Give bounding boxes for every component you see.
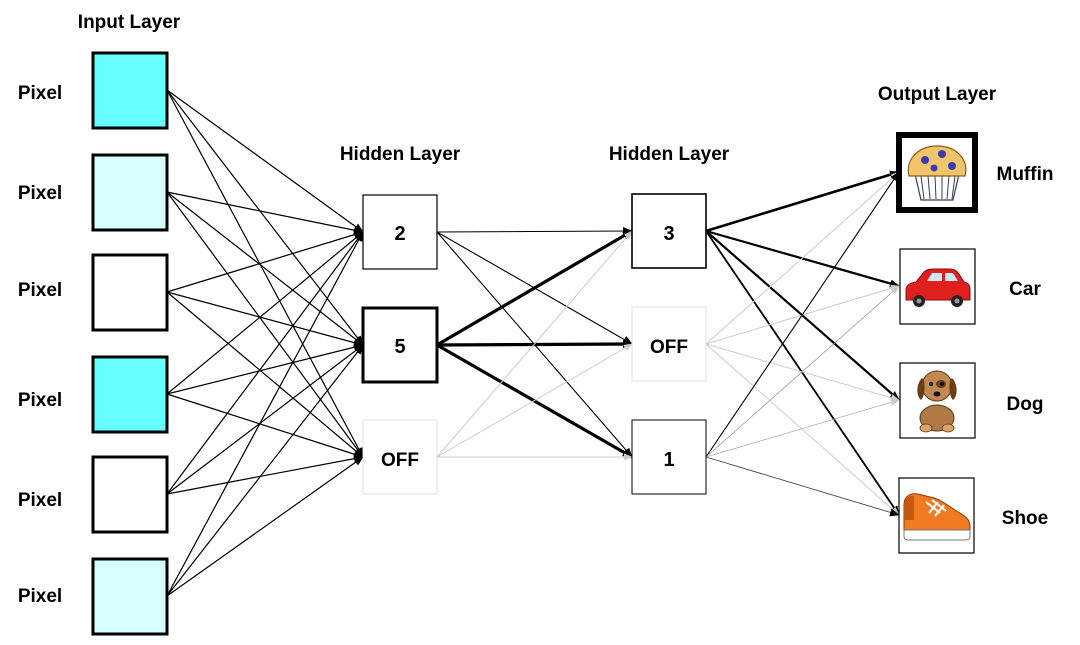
connection-edge (705, 230, 900, 516)
hidden-node (631, 419, 707, 495)
input-pixel-node (91, 51, 169, 130)
shoe-icon (903, 493, 971, 541)
connection-edge (436, 229, 633, 347)
hidden-node-off (631, 306, 707, 382)
connection-edge (166, 454, 364, 495)
pixel-label: Pixel (18, 490, 62, 511)
connection-edge (166, 343, 364, 395)
pixel-label: Pixel (18, 280, 62, 301)
hidden-node-value: OFF (381, 450, 419, 471)
connection-edge (166, 344, 364, 597)
connection-edge (166, 191, 364, 235)
connection-edge (705, 171, 900, 458)
hidden-layer-1-title: Hidden Layer (340, 144, 461, 165)
connection-edge-inactive (705, 285, 900, 458)
hidden-layer-2-title: Hidden Layer (609, 144, 730, 165)
input-pixel-node (91, 355, 169, 434)
connection-edge (166, 456, 364, 597)
hidden-node-value: 2 (394, 223, 405, 245)
connection-edge-inactive (705, 343, 900, 516)
input-pixel-node (91, 455, 169, 534)
dog-icon (917, 370, 957, 433)
pixel-label: Pixel (18, 390, 62, 411)
pixel-label: Pixel (18, 83, 62, 104)
output-layer-title: Output Layer (878, 84, 997, 105)
connections (166, 89, 900, 597)
hidden-node-value: OFF (650, 337, 688, 358)
car-icon (905, 268, 971, 307)
hidden-node-value: 5 (394, 336, 405, 358)
output-layer: Muffin Car Dog (896, 132, 1054, 554)
connection-edge (166, 291, 364, 458)
pixel-label: Pixel (18, 586, 62, 607)
hidden-layer-1: 2 5 OFF (361, 194, 439, 495)
hidden-node (361, 306, 439, 384)
connection-edge (166, 230, 364, 293)
output-label: Car (1009, 279, 1041, 300)
connection-edge (166, 89, 364, 458)
connection-edge-inactive (705, 171, 900, 345)
output-label: Dog (1007, 394, 1044, 415)
connection-edge (166, 191, 364, 458)
connection-edge (166, 393, 364, 459)
connection-edge (166, 89, 364, 346)
pixel-label: Pixel (18, 183, 62, 204)
input-layer: Pixel Pixel Pixel Pixel Pixel Pixel (18, 51, 169, 636)
connection-edge (436, 227, 633, 236)
hidden-layer-2: 3 OFF 1 (631, 193, 707, 495)
input-pixel-node (91, 153, 169, 232)
connection-edge-inactive (436, 230, 633, 458)
input-pixel-node (91, 557, 169, 636)
output-label: Muffin (997, 164, 1054, 185)
connection-edge (166, 231, 364, 395)
connection-edge (166, 191, 364, 346)
hidden-node (631, 193, 707, 269)
hidden-node-value: 1 (663, 449, 674, 471)
connection-edge (705, 170, 900, 233)
connection-edge (166, 231, 364, 495)
hidden-node-value: 3 (663, 223, 674, 245)
connection-edge (705, 456, 900, 517)
connection-edge (166, 344, 364, 495)
connection-edge-inactive (705, 398, 900, 458)
output-label: Shoe (1002, 508, 1048, 529)
connection-edge (166, 291, 364, 347)
connection-edge (166, 89, 364, 233)
input-pixel-node (91, 253, 169, 332)
hidden-node (362, 194, 438, 270)
input-layer-title: Input Layer (78, 12, 181, 33)
connection-edge-inactive (436, 343, 633, 458)
hidden-node-off (362, 419, 438, 495)
connection-edge (166, 231, 364, 597)
muffin-icon (907, 145, 967, 201)
